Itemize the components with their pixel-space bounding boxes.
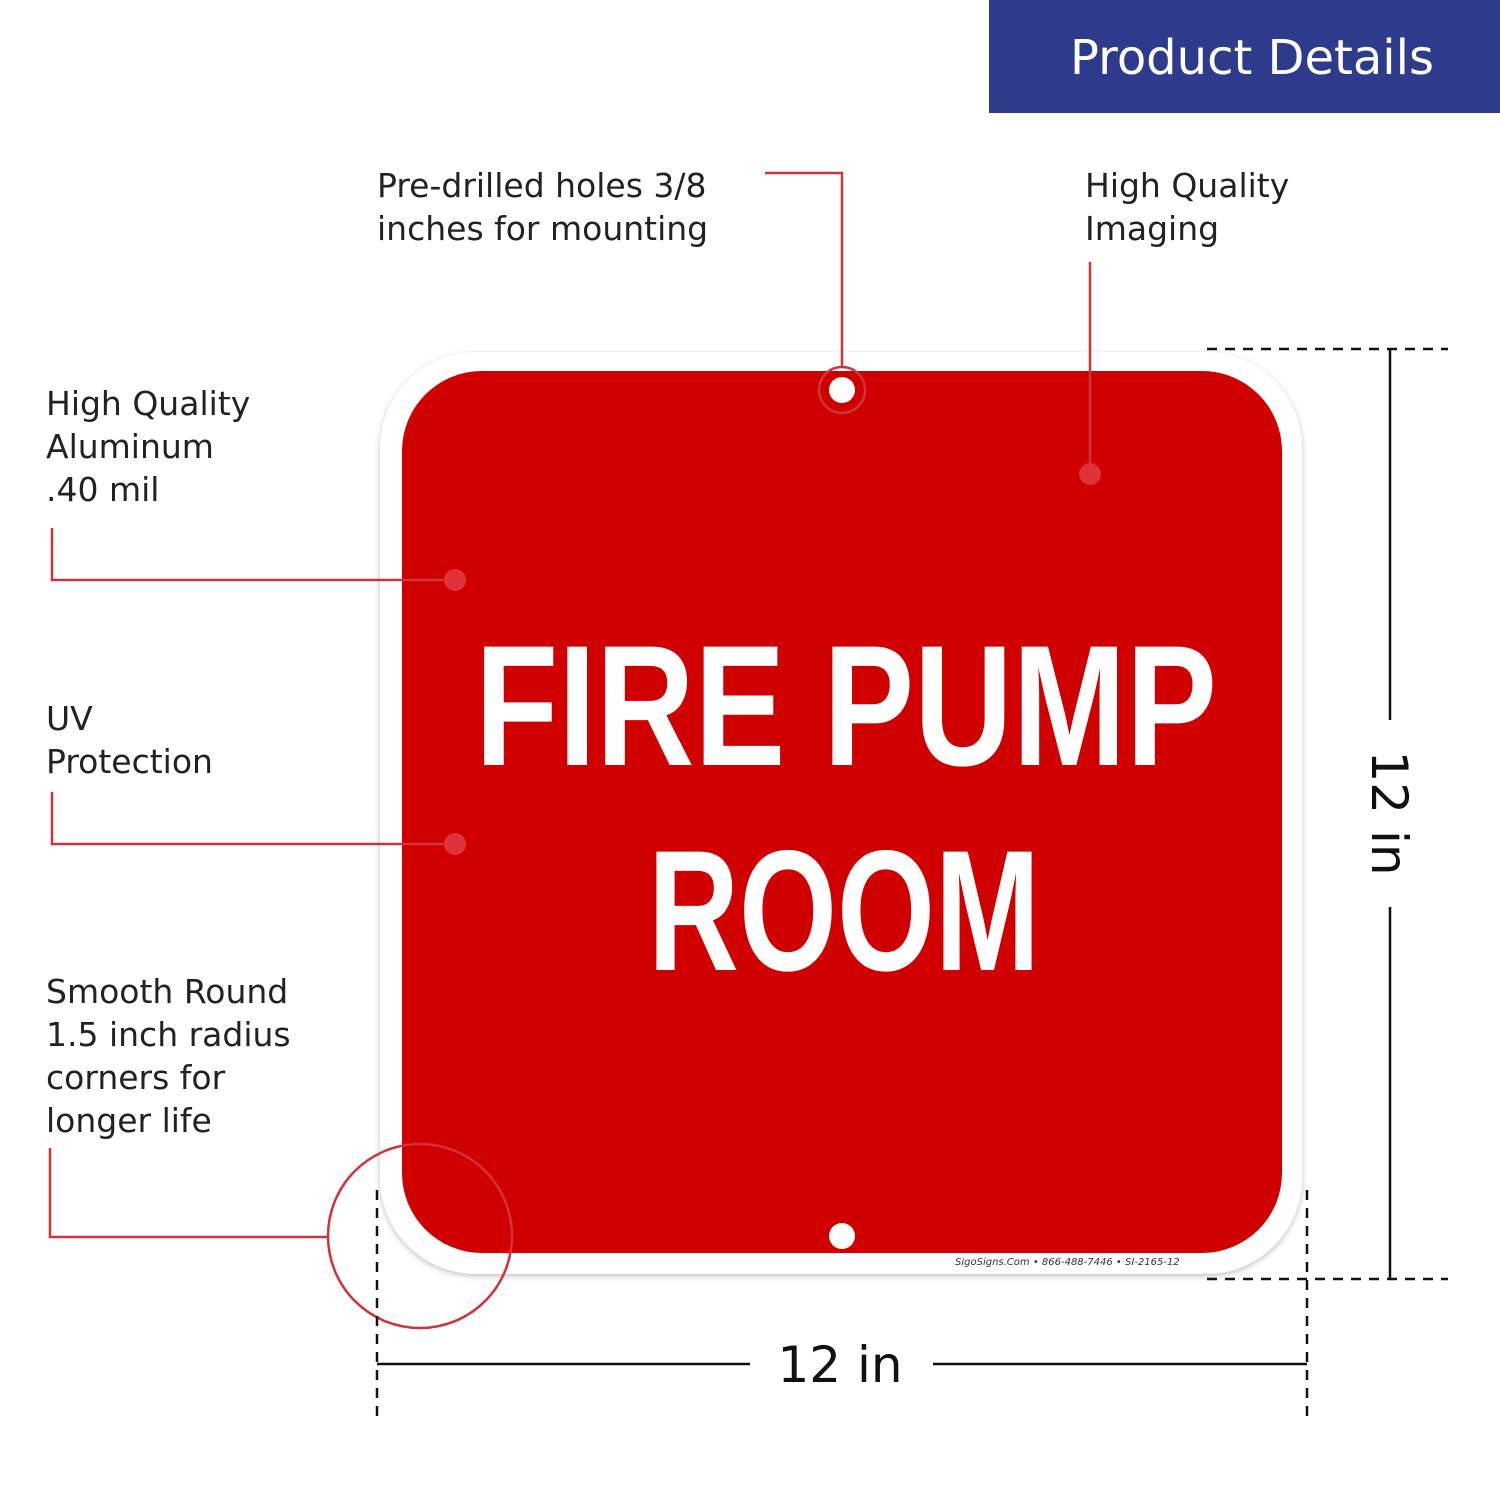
imaging-label: High Quality Imaging <box>1085 166 1300 248</box>
holes-label: Pre-drilled holes 3/8 inches for mountin… <box>377 166 717 248</box>
aluminum-label: High Quality Aluminum .40 mil <box>46 384 261 509</box>
corner-highlight-circle <box>326 1142 514 1330</box>
mounting-hole-top <box>829 377 855 403</box>
mounting-hole-bottom <box>829 1223 855 1249</box>
aluminum-callout-dot <box>444 569 466 591</box>
sign-line-1: FIRE PUMP <box>475 610 1217 802</box>
uv-callout-dot <box>444 833 466 855</box>
imaging-callout-dot <box>1079 463 1101 485</box>
sign-footer-text: SigoSigns.Com • 866-488-7446 • SI-2165-1… <box>955 1257 1180 1268</box>
hole-highlight-ring <box>817 365 867 415</box>
holes-callout-line <box>765 171 844 366</box>
aluminum-callout-line <box>50 528 455 582</box>
sign-line-2: ROOM <box>648 815 1040 1007</box>
header-banner <box>989 0 1500 113</box>
uv-callout-line <box>50 792 455 846</box>
sign-red-face <box>402 371 1282 1253</box>
width-dimension-label: 12 in <box>777 1336 902 1394</box>
height-dimension-label: 12 in <box>1360 750 1418 875</box>
sign: FIRE PUMP ROOM SigoSigns.Com • 866-488-7… <box>380 352 1302 1274</box>
uv-label: UV Protection <box>46 699 213 781</box>
corners-label: Smooth Round 1.5 inch radius corners for… <box>46 972 301 1140</box>
header-title: Product Details <box>1070 30 1434 86</box>
corners-callout-line <box>48 1148 328 1239</box>
